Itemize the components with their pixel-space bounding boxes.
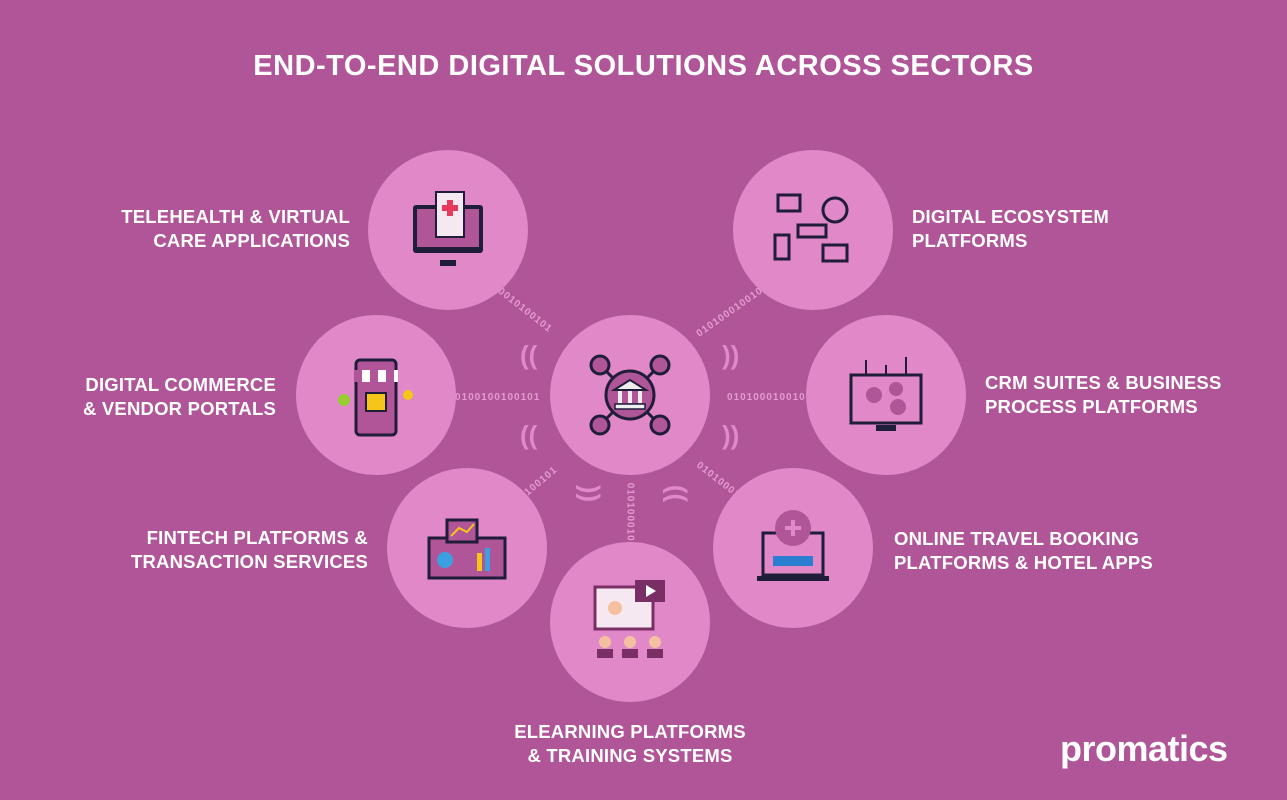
signal-icon: (( xyxy=(520,420,538,450)
sector-label-telehealth: TELEHEALTH & VIRTUAL CARE APPLICATIONS xyxy=(60,205,350,253)
sector-circle-ecosystem xyxy=(733,150,893,310)
sector-circle-crm xyxy=(806,315,966,475)
sector-circle-elearning xyxy=(550,542,710,702)
signal-icon: )) xyxy=(658,484,689,503)
promatics-logo: promatics xyxy=(1060,728,1228,769)
center-hub xyxy=(550,315,710,475)
mobile-shop-icon xyxy=(338,358,413,437)
label-line: PROCESS PLATFORMS xyxy=(985,396,1198,417)
page-title: END-TO-END DIGITAL SOLUTIONS ACROSS SECT… xyxy=(253,50,1034,82)
label-line: PLATFORMS & HOTEL APPS xyxy=(894,552,1153,573)
label-line: PLATFORMS xyxy=(912,230,1028,251)
travel-laptop-icon xyxy=(757,510,829,581)
sector-label-crm: CRM SUITES & BUSINESS PROCESS PLATFORMS xyxy=(985,371,1285,419)
sector-circle-travel xyxy=(713,468,873,628)
label-line: CARE APPLICATIONS xyxy=(153,230,350,251)
video-classroom-icon xyxy=(593,580,665,658)
binary-connector: 0101000100101 xyxy=(694,281,771,340)
binary-connector: 0100100100101 xyxy=(455,392,541,403)
label-line: DIGITAL ECOSYSTEM xyxy=(912,206,1109,227)
label-line: TRANSACTION SERVICES xyxy=(131,551,368,572)
finance-dashboard-icon xyxy=(427,518,507,580)
sector-label-commerce: DIGITAL COMMERCE & VENDOR PORTALS xyxy=(20,373,276,421)
signal-icon: )) xyxy=(722,340,740,370)
sector-label-fintech: FINTECH PLATFORMS & TRANSACTION SERVICES xyxy=(60,526,368,574)
label-line: DIGITAL COMMERCE xyxy=(85,374,276,395)
label-line: ELEARNING PLATFORMS xyxy=(514,721,746,742)
sector-circle-commerce xyxy=(296,315,456,475)
telehealth-monitor-icon xyxy=(413,191,483,266)
gears-monitor-icon xyxy=(849,357,923,431)
sector-label-travel: ONLINE TRAVEL BOOKING PLATFORMS & HOTEL A… xyxy=(894,527,1194,575)
binary-connector: 0010100101 xyxy=(495,285,555,336)
label-line: CRM SUITES & BUSINESS xyxy=(985,372,1222,393)
network-devices-icon xyxy=(773,193,849,263)
binary-connector: 0101000101 xyxy=(624,482,636,549)
bank-network-icon xyxy=(589,354,671,436)
signal-icon: (( xyxy=(571,484,602,503)
signal-icon: (( xyxy=(520,340,538,370)
label-line: FINTECH PLATFORMS & xyxy=(146,527,368,548)
label-line: ONLINE TRAVEL BOOKING xyxy=(894,528,1140,549)
sector-label-elearning: ELEARNING PLATFORMS & TRAINING SYSTEMS xyxy=(480,720,780,768)
signal-icon: )) xyxy=(722,420,740,450)
sector-circle-fintech xyxy=(387,468,547,628)
label-line: & TRAINING SYSTEMS xyxy=(527,745,733,766)
sector-circle-telehealth xyxy=(368,150,528,310)
binary-connector: 010100010010 xyxy=(727,392,806,403)
sector-label-ecosystem: DIGITAL ECOSYSTEM PLATFORMS xyxy=(912,205,1212,253)
label-line: TELEHEALTH & VIRTUAL xyxy=(121,206,350,227)
label-line: & VENDOR PORTALS xyxy=(82,398,276,419)
